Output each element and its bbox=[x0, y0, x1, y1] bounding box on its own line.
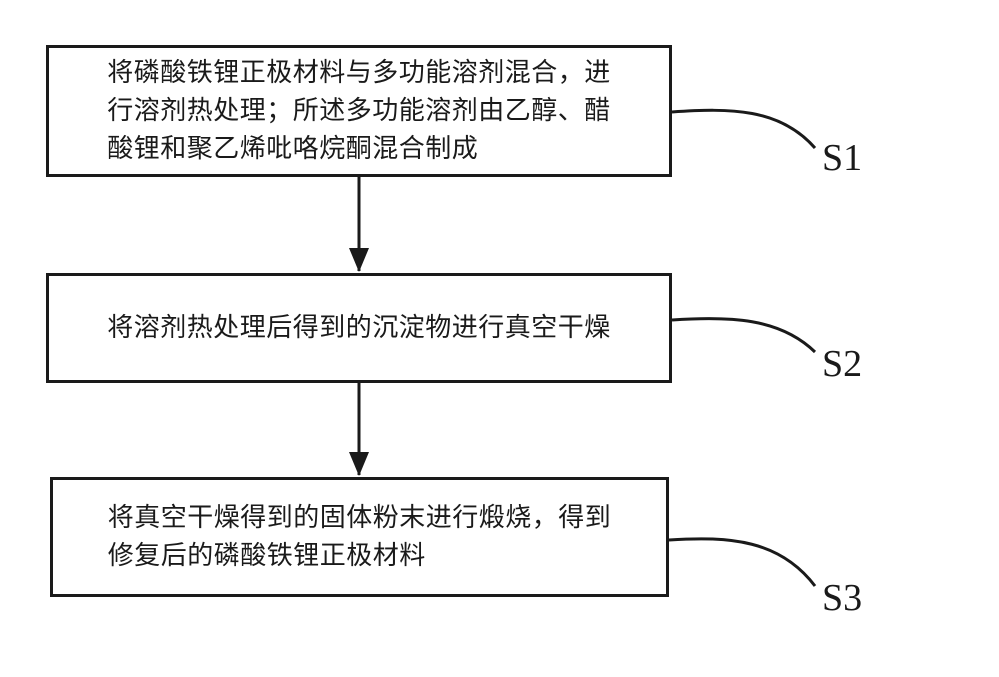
arrowhead-s2-to-s3 bbox=[349, 452, 369, 476]
step-text-line: 将磷酸铁锂正极材料与多功能溶剂混合，进 bbox=[107, 58, 611, 88]
step-label-s3: S3 bbox=[822, 577, 863, 619]
step-text-line: 将真空干燥得到的固体粉末进行煅烧，得到 bbox=[107, 503, 612, 533]
leader-line-s3 bbox=[668, 537, 817, 587]
arrowhead-s1-to-s2 bbox=[349, 248, 369, 272]
step-label-s1: S1 bbox=[822, 137, 863, 179]
step-box-s2: 将溶剂热处理后得到的沉淀物进行真空干燥 bbox=[46, 273, 672, 383]
step-box-s1: 将磷酸铁锂正极材料与多功能溶剂混合，进 行溶剂热处理；所述多功能溶剂由乙醇、醋 … bbox=[46, 45, 672, 177]
leader-line-s1 bbox=[671, 108, 817, 149]
step-text-line: 将溶剂热处理后得到的沉淀物进行真空干燥 bbox=[107, 313, 611, 343]
step-text-s3: 将真空干燥得到的固体粉末进行煅烧，得到 修复后的磷酸铁锂正极材料 bbox=[108, 499, 612, 575]
step-label-s2: S2 bbox=[822, 343, 863, 385]
step-text-line: 酸锂和聚乙烯吡咯烷酮混合制成 bbox=[107, 134, 479, 164]
leader-line-s2 bbox=[671, 317, 817, 354]
step-box-s3: 将真空干燥得到的固体粉末进行煅烧，得到 修复后的磷酸铁锂正极材料 bbox=[50, 477, 669, 597]
step-text-s2: 将溶剂热处理后得到的沉淀物进行真空干燥 bbox=[107, 309, 611, 347]
step-text-line: 修复后的磷酸铁锂正极材料 bbox=[107, 541, 426, 571]
step-text-s1: 将磷酸铁锂正极材料与多功能溶剂混合，进 行溶剂热处理；所述多功能溶剂由乙醇、醋 … bbox=[107, 54, 611, 168]
step-text-line: 行溶剂热处理；所述多功能溶剂由乙醇、醋 bbox=[107, 96, 611, 126]
